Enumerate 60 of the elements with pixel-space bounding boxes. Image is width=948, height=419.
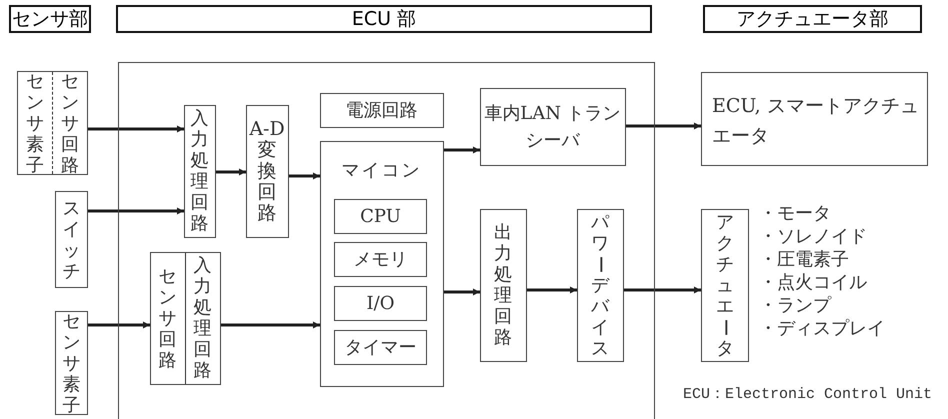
- section-header: [703, 5, 922, 33]
- process-box: [701, 209, 749, 362]
- arrow: [88, 126, 184, 132]
- process-box: [480, 208, 526, 362]
- box-label: CPU: [360, 205, 401, 229]
- arrow: [626, 122, 701, 130]
- box-label: 入力処理回路: [192, 255, 212, 381]
- header-text: ECU 部: [352, 7, 416, 32]
- arrow: [221, 322, 320, 328]
- box-label: 出力処理回路: [493, 222, 513, 348]
- arrow: [88, 322, 150, 328]
- microcontroller-box: [320, 140, 444, 386]
- box-label: センサ回路: [158, 266, 178, 370]
- process-box: [480, 88, 626, 166]
- process-box: [55, 191, 88, 288]
- process-box: [334, 199, 427, 234]
- process-box: [184, 104, 216, 238]
- process-box: [334, 286, 427, 321]
- box-label: A-D 変換回路: [249, 118, 285, 224]
- process-box: [334, 242, 427, 277]
- arrow: [444, 146, 480, 154]
- header-text: アクチュエータ部: [736, 7, 888, 32]
- arrow: [444, 288, 480, 296]
- box-label: メモリ: [354, 248, 408, 272]
- arrow: [289, 172, 320, 180]
- process-box: [17, 71, 88, 175]
- arrow: [624, 286, 701, 294]
- process-box: [246, 104, 288, 238]
- arrow: [216, 168, 246, 176]
- process-box: [334, 330, 427, 365]
- box-label: センサ素子: [25, 70, 45, 176]
- box-label: センサ素子: [62, 310, 82, 416]
- box-label: スイッチ: [62, 198, 82, 282]
- process-box: [701, 72, 928, 166]
- box-label: アクチュエータ: [715, 212, 735, 359]
- process-box: [150, 252, 220, 384]
- list-item: ・ランプ: [759, 295, 831, 317]
- process-box: [576, 208, 624, 362]
- arrow: [88, 208, 184, 214]
- header-text: センサ部: [12, 7, 88, 32]
- box-title: マイコン: [340, 158, 422, 182]
- box-label: 入力処理回路: [190, 108, 210, 234]
- box-label: 車内LAN トランシーバ: [483, 102, 622, 152]
- box-label: ECU, スマートアクチュエータ: [712, 94, 919, 150]
- ecu-frame: [118, 62, 655, 419]
- box-label: 電源回路: [346, 98, 418, 122]
- box-label: センサ回路: [60, 70, 80, 176]
- box-label: I/O: [366, 292, 394, 316]
- box-label: パワーデバイス: [590, 212, 610, 358]
- process-box: [320, 92, 444, 128]
- list-item: ・圧電素子: [759, 249, 849, 271]
- list-item: ・モータ: [759, 203, 831, 225]
- arrow: [527, 286, 577, 294]
- list-item: ・ディスプレイ: [759, 318, 885, 340]
- list-item: ・点火コイル: [759, 272, 867, 294]
- box-label: タイマー: [344, 336, 416, 360]
- process-box: [55, 311, 88, 415]
- section-header: [116, 5, 652, 33]
- list-item: ・ソレノイド: [759, 226, 867, 248]
- abbreviation-note: ECU：Electronic Control Unit: [683, 385, 932, 403]
